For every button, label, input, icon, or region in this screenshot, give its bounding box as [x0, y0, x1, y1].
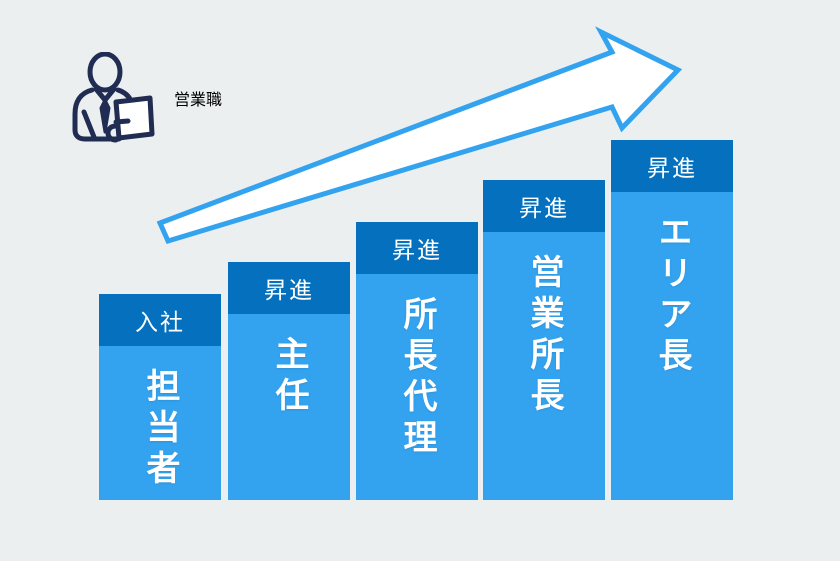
career-bar-5-position: エリア長 — [652, 214, 692, 378]
career-bar-2-stage: 昇進 — [228, 262, 350, 314]
career-bar-2[interactable]: 昇進 主任 — [228, 262, 350, 500]
career-bar-3-stage: 昇進 — [356, 222, 478, 274]
career-bar-1-position: 担当者 — [140, 368, 180, 491]
career-bar-1-body: 担当者 — [99, 346, 221, 500]
career-bar-4[interactable]: 昇進 営業所長 — [483, 180, 605, 500]
career-bar-3-body: 所長代理 — [356, 274, 478, 500]
career-bar-1-stage: 入社 — [99, 294, 221, 346]
career-bar-2-position: 主任 — [269, 336, 309, 418]
page-title-group: 営業職 — [72, 52, 222, 144]
salesperson-presenting-icon — [72, 52, 155, 143]
career-bar-4-body: 営業所長 — [483, 232, 605, 500]
career-bar-5-stage: 昇進 — [611, 140, 733, 192]
career-bar-4-stage: 昇進 — [483, 180, 605, 232]
career-bar-3-position: 所長代理 — [397, 296, 437, 460]
career-bar-1[interactable]: 入社 担当者 — [99, 294, 221, 500]
career-bar-5-body: エリア長 — [611, 192, 733, 500]
career-bar-3[interactable]: 昇進 所長代理 — [356, 222, 478, 500]
career-bar-5[interactable]: 昇進 エリア長 — [611, 140, 733, 500]
page-title: 営業職 — [174, 90, 223, 109]
career-bar-4-position: 営業所長 — [524, 254, 564, 418]
career-bar-2-body: 主任 — [228, 314, 350, 500]
